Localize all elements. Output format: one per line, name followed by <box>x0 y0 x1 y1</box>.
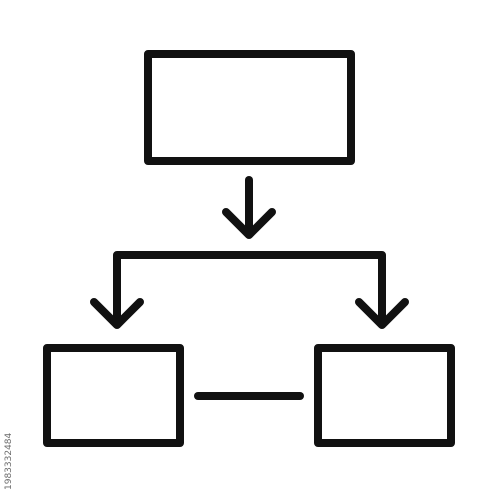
watermark-id-text: 1983332484 <box>4 432 14 490</box>
bottom-right-node-box <box>314 344 455 447</box>
split-connector <box>113 251 386 326</box>
top-node-box <box>144 50 355 165</box>
top-down-arrow-head <box>222 208 276 239</box>
left-arrow-head <box>90 298 144 329</box>
right-arrow-head <box>355 298 409 329</box>
bottom-left-node-box <box>43 344 184 447</box>
